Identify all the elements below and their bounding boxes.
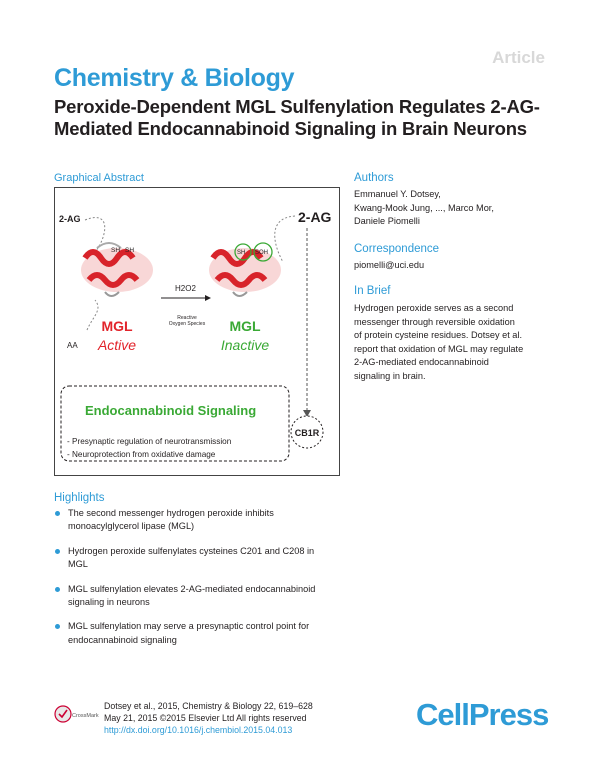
in-brief-line-6: signaling in brain. (354, 370, 426, 381)
soh-label: SOH (255, 250, 268, 256)
mgl-active-state: Active (97, 337, 136, 353)
ros-label-2: Oxygen Species (169, 321, 206, 327)
label-aa: AA (67, 341, 78, 350)
label-2ag-right: 2-AG (298, 209, 332, 225)
graphical-abstract-figure: 2-AG AA 2-AG SH SH SH SOH H2O2 (54, 187, 340, 476)
highlights-heading: Highlights (54, 492, 105, 504)
h2o2-label: H2O2 (175, 284, 196, 293)
authors-line-2: Kwang-Mook Jung, ..., Marco Mor, (354, 202, 494, 213)
in-brief-line-5: 2-AG-mediated endocannabinoid (354, 357, 489, 367)
sh-label-1: SH (111, 247, 120, 254)
highlight-line: The second messenger hydrogen peroxide i… (68, 508, 274, 518)
product-arrow-out (86, 299, 99, 331)
authors-line-1: Emmanuel Y. Dotsey, (354, 189, 441, 199)
highlight-line: monoacylglycerol lipase (MGL) (68, 521, 195, 532)
substrate-arrow-right (274, 215, 296, 263)
oxidation-arrowhead (205, 295, 211, 301)
crossmark-logo[interactable]: CrossMark (54, 703, 100, 725)
highlight-line: MGL (68, 559, 88, 570)
citation-block: Dotsey et al., 2015, Chemistry & Biology… (104, 700, 313, 736)
graphical-abstract-svg: 2-AG AA 2-AG SH SH SH SOH H2O2 (59, 209, 332, 462)
highlight-line: MGL sulfenylation may serve a presynapti… (68, 621, 310, 632)
highlight-line: MGL sulfenylation elevates 2-AG-mediated… (68, 583, 316, 594)
bullet-icon (55, 586, 60, 592)
highlight-item: MGL sulfenylation may serve a presynapti… (54, 620, 354, 647)
mgl-active-protein (81, 242, 153, 297)
in-brief-line-1: Hydrogen peroxide serves as a second (354, 303, 514, 313)
highlight-item: Hydrogen peroxide sulfenylates cysteines… (54, 545, 354, 572)
arrowhead-down (303, 410, 311, 417)
sh-label-2: SH (125, 247, 134, 254)
signaling-title: Endocannabinoid Signaling (85, 403, 256, 418)
citation-line-1: Dotsey et al., 2015, Chemistry & Biology… (104, 701, 313, 711)
highlights-list: The second messenger hydrogen peroxide i… (54, 507, 354, 658)
ros-label-1: Reactive (177, 315, 197, 321)
article-type-tag: Article (492, 48, 545, 67)
signaling-bullet-2: - Neuroprotection from oxidative damage (67, 450, 216, 459)
bullet-icon (55, 548, 60, 554)
mgl-active-name: MGL (101, 318, 133, 334)
authors-heading: Authors (354, 172, 394, 184)
in-brief-heading: In Brief (354, 285, 391, 297)
authors-list: Emmanuel Y. Dotsey, Kwang-Mook Jung, ...… (354, 188, 554, 229)
highlight-line: Hydrogen peroxide sulfenylates cysteines… (68, 545, 315, 556)
journal-name[interactable]: Chemistry & Biology (54, 64, 295, 92)
sh-label-oxidized: SH (237, 250, 245, 256)
mgl-inactive-protein (209, 242, 281, 297)
graphical-abstract-label: Graphical Abstract (54, 172, 144, 184)
mgl-inactive-state: Inactive (221, 337, 269, 353)
bullet-icon (55, 511, 60, 516)
in-brief-line-3: of protein cysteine residues. Dotsey et … (354, 330, 523, 340)
label-2ag-left: 2-AG (59, 214, 81, 224)
citation-line-2: May 21, 2015 ©2015 Elsevier Ltd All righ… (104, 713, 307, 723)
cellpress-logo: CellPress (416, 697, 549, 732)
in-brief-line-2: messenger through reversible oxidation (354, 316, 515, 327)
substrate-arrow-in (84, 217, 106, 255)
highlight-item: MGL sulfenylation elevates 2-AG-mediated… (54, 583, 354, 610)
correspondence-heading: Correspondence (354, 243, 440, 255)
in-brief-line-4: report that oxidation of MGL may regulat… (354, 343, 524, 354)
doi-link[interactable]: http://dx.doi.org/10.1016/j.chembiol.201… (104, 725, 293, 735)
crossmark-label: CrossMark (72, 713, 99, 719)
mgl-inactive-name: MGL (229, 318, 261, 334)
correspondence-email[interactable]: piomelli@uci.edu (354, 260, 425, 270)
in-brief-text: Hydrogen peroxide serves as a second mes… (354, 302, 554, 383)
article-title: Peroxide-Dependent MGL Sulfenylation Reg… (54, 96, 540, 139)
highlight-item: The second messenger hydrogen peroxide i… (54, 507, 354, 534)
crossmark-icon: CrossMark (54, 705, 99, 723)
bullet-icon (55, 624, 60, 630)
authors-line-3: Daniele Piomelli (354, 216, 420, 226)
signaling-bullet-1: - Presynaptic regulation of neurotransmi… (67, 437, 232, 446)
highlight-line: signaling in neurons (68, 597, 150, 608)
cb1r-circle (290, 415, 324, 449)
signaling-box (60, 385, 290, 462)
cb1r-label: CB1R (295, 428, 320, 438)
highlight-line: endocannabinoid signaling (68, 634, 177, 645)
